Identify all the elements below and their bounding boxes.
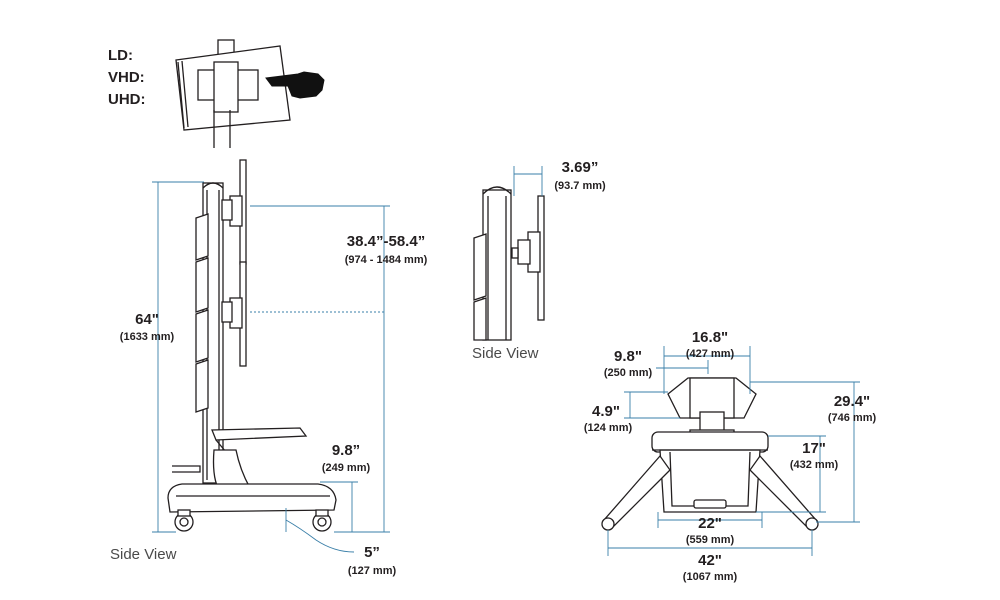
shelf-height-metric: (249 mm) (321, 462, 371, 474)
arm-depth-metric: (124 mm) (583, 422, 633, 434)
pointing-hand-icon (265, 71, 325, 99)
legend-ld-label: LD: (108, 47, 133, 64)
mount-depth-metric: (93.7 mm) (554, 180, 606, 192)
legend-vhd-label: VHD: (108, 69, 145, 86)
monitor-legend-icon (175, 39, 291, 148)
top-view-dimension-lines (607, 346, 860, 556)
base-clearance-metric: (127 mm) (347, 565, 397, 577)
tray-depth-metric: (432 mm) (789, 459, 839, 471)
main-side-view-caption: Side View (110, 546, 177, 563)
overall-depth-value: 29.4" (833, 393, 871, 410)
cart-side-view (167, 159, 337, 532)
total-height-value: 64" (135, 311, 159, 328)
overall-depth-metric: (746 mm) (827, 412, 877, 424)
monitor-range-value: 38.4”-58.4” (346, 233, 426, 250)
cart-top-view (601, 377, 819, 531)
tray-width-metric: (559 mm) (685, 534, 735, 546)
arm-offset-value: 9.8" (614, 348, 642, 365)
base-width-metric: (1067 mm) (682, 571, 738, 583)
base-width-value: 42" (698, 552, 722, 569)
arm-offset-metric: (250 mm) (603, 367, 653, 379)
tray-depth-value: 17" (802, 440, 826, 457)
detail-side-view-caption: Side View (472, 345, 539, 362)
arm-depth-value: 4.9" (592, 403, 620, 420)
shelf-height-value: 9.8” (331, 442, 361, 459)
total-height-metric: (1633 mm) (119, 331, 175, 343)
base-clearance-value: 5” (364, 544, 380, 561)
main-dimension-lines (152, 181, 390, 553)
top-width-metric: (427 mm) (685, 348, 735, 360)
monitor-range-metric: (974 - 1484 mm) (344, 254, 428, 266)
legend-uhd-label: UHD: (108, 91, 146, 108)
tray-width-value: 22" (698, 515, 722, 532)
detail-side-view (473, 186, 545, 341)
mount-depth-value: 3.69” (561, 159, 599, 176)
detail-dimension-lines (513, 166, 543, 196)
top-width-value: 16.8" (691, 329, 729, 346)
